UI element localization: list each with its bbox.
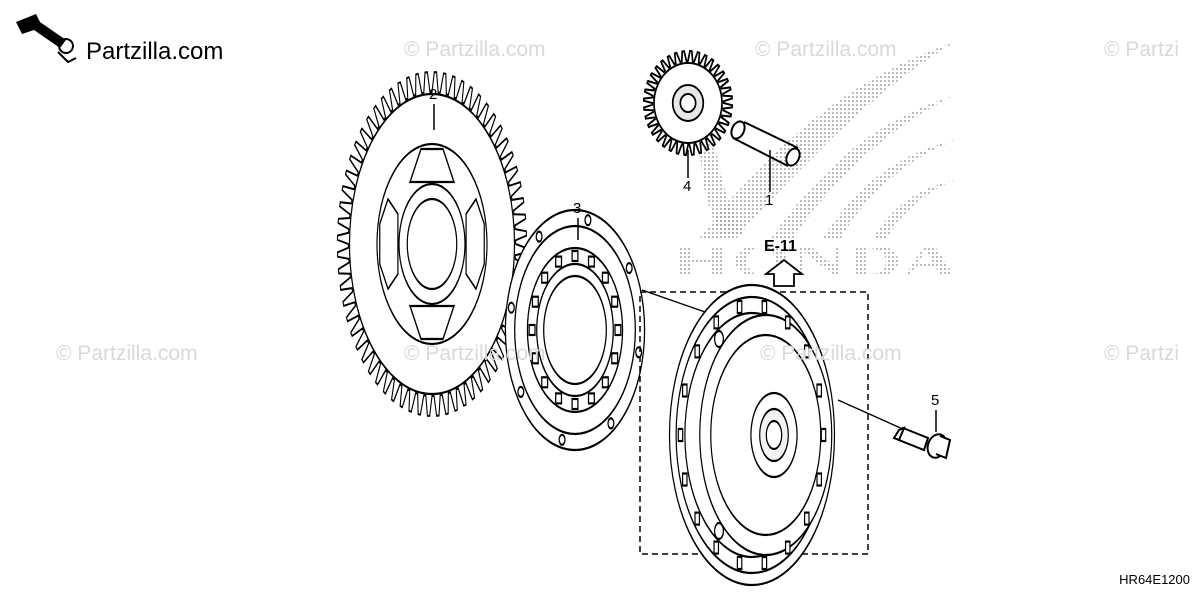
flywheel-slot — [820, 427, 827, 443]
flywheel-slot — [694, 511, 701, 526]
clutch-bolt-hole — [558, 433, 566, 446]
watermark-mid-4: © Partzi — [1104, 342, 1179, 365]
flywheel-slot — [784, 315, 791, 330]
honda-logo-text: HONDA — [672, 235, 957, 286]
up-arrow-icon[interactable] — [763, 258, 805, 287]
clutch-bolt-hole — [625, 261, 633, 275]
flywheel-slot — [681, 383, 688, 398]
callout-2[interactable]: 2 — [429, 86, 438, 103]
clutch-roller — [601, 271, 609, 284]
watermark-mid-1: © Partzilla.com — [56, 342, 198, 365]
clutch-roller — [528, 323, 536, 337]
clutch-roller — [531, 352, 539, 365]
flywheel-slot — [681, 472, 688, 487]
flywheel-slot — [694, 344, 701, 359]
clutch-roller — [571, 249, 579, 263]
flywheel-housing[interactable] — [668, 283, 836, 587]
flywheel-slot — [803, 344, 810, 359]
flywheel-slot — [713, 540, 720, 555]
callout-3[interactable]: 3 — [573, 200, 582, 217]
callout-1[interactable]: 1 — [765, 192, 774, 209]
clutch-roller — [611, 352, 619, 365]
hand-icon — [57, 38, 77, 64]
watermark-top-2: © Partzilla.com — [755, 38, 897, 61]
watermark-mid-2: © Partzilla.com — [404, 342, 546, 365]
callout-4[interactable]: 4 — [683, 178, 692, 195]
flywheel-slot — [761, 555, 768, 571]
wrench-icon — [16, 14, 66, 48]
clutch-roller — [531, 295, 539, 308]
diagram-code: HR64E1200 — [1119, 572, 1190, 587]
clutch-roller — [601, 376, 609, 389]
leader-axis-b — [837, 399, 906, 431]
clutch-roller — [571, 397, 579, 411]
clutch-roller — [611, 295, 619, 308]
part-3-clutch[interactable] — [504, 208, 646, 452]
clutch-bolt-hole — [507, 301, 515, 314]
clutch-roller — [587, 392, 595, 405]
clutch-bolt-hole — [517, 385, 525, 399]
part-1-shaft[interactable] — [729, 119, 802, 167]
watermark-top-1: © Partzilla.com — [404, 38, 546, 61]
clutch-roller — [555, 392, 563, 405]
reference-e11[interactable]: E-11 — [764, 238, 797, 255]
flywheel-slot — [761, 299, 768, 315]
flywheel-slot — [816, 383, 823, 398]
clutch-roller — [614, 323, 622, 337]
clutch-roller — [541, 271, 549, 284]
site-name: Partzilla.com — [86, 38, 224, 65]
honda-wing-icon: HONDA — [672, 42, 957, 286]
clutch-roller — [587, 255, 595, 268]
flywheel-slot — [677, 427, 684, 443]
part-2-gear[interactable] — [336, 71, 528, 417]
part-5-bolt[interactable] — [892, 426, 952, 460]
clutch-bolt-hole — [607, 417, 615, 430]
clutch-bolt-hole — [584, 214, 592, 227]
part-2-gear-inner — [348, 92, 516, 396]
flywheel-slot — [803, 511, 810, 526]
clutch-roller — [541, 376, 549, 389]
clutch-bolt-hole — [635, 346, 643, 359]
callout-5[interactable]: 5 — [931, 392, 940, 409]
gear-teeth — [336, 71, 528, 417]
flywheel-slot — [713, 315, 720, 330]
watermark-mid-3: © Partzilla.com — [760, 342, 902, 365]
flywheel-slot — [784, 540, 791, 555]
flywheel-slot — [736, 299, 743, 315]
partzilla-logo[interactable]: Partzilla.com — [14, 14, 254, 70]
clutch-roller — [555, 255, 563, 268]
watermark-top-3: © Partzi — [1104, 38, 1179, 61]
flywheel-slot — [816, 472, 823, 487]
part-4-idle-gear-inner — [653, 62, 723, 144]
clutch-bolt-hole — [535, 230, 543, 243]
flywheel-slot — [736, 555, 743, 571]
